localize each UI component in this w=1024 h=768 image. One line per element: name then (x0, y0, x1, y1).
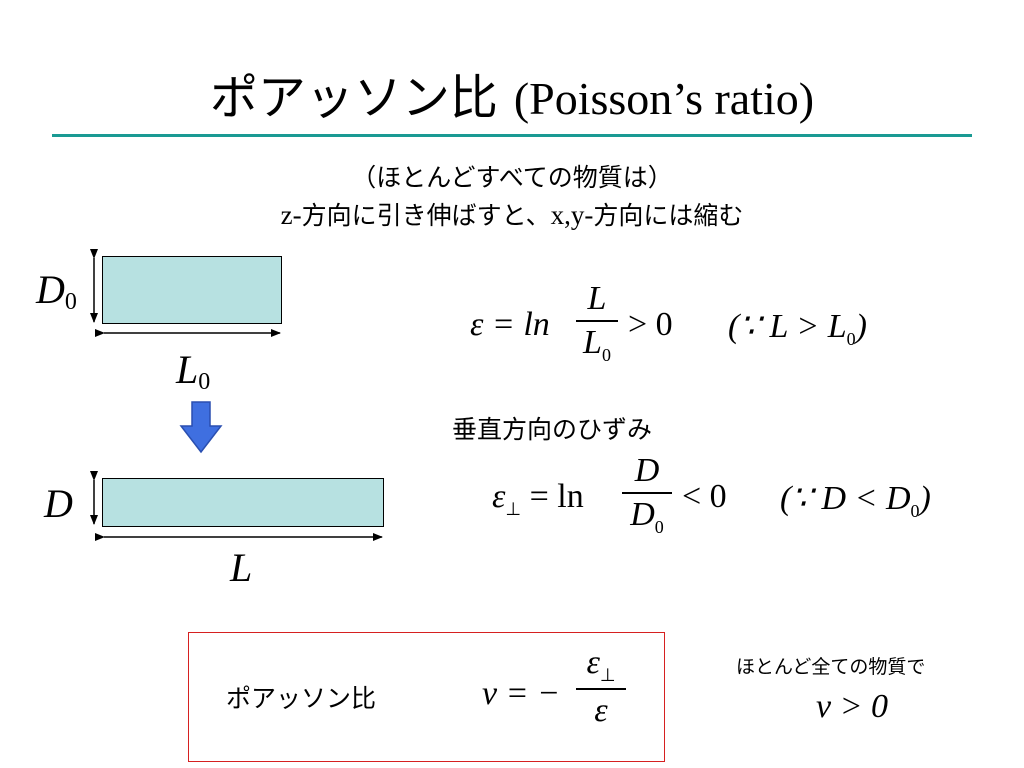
strain-eq-because-subscript: 0 (846, 329, 856, 349)
perp-strain-eq-den-symbol: D (630, 496, 655, 533)
bottom-length-label: L (230, 545, 253, 590)
subtitle-stretch-text: 方向に引き伸ばすと、 (301, 201, 551, 230)
subtitle-z-direction: z- (280, 200, 302, 230)
perp-strain-eq-fraction: D D0 (622, 452, 672, 538)
subtitle-shrink-text: 方向には縮む (593, 201, 744, 230)
strain-eq-denominator: L0 (576, 324, 618, 366)
strain-eq-because-close: ) (855, 308, 867, 345)
strain-eq-lhs-text: ε = ln (470, 306, 550, 343)
note-line-2: ν > 0 (816, 688, 889, 725)
top-height-subscript: 0 (64, 289, 77, 315)
subtitle-xy-direction: x,y- (550, 200, 594, 230)
poisson-ratio-label: ポアッソン比 (226, 684, 377, 713)
title-divider (52, 134, 972, 137)
strain-eq-den-symbol: L (583, 324, 602, 361)
strain-eq-lhs: ε = ln (470, 306, 550, 344)
bottom-height-label: D (44, 481, 73, 526)
strain-eq-fraction: L L0 (576, 280, 618, 366)
perp-strain-eq-because-text: (∵ D < D (780, 480, 911, 517)
poisson-ratio-lhs: ν = − (482, 675, 560, 712)
perp-strain-eq-den-subscript: 0 (654, 517, 664, 537)
perp-strain-subscript: ⊥ (505, 499, 522, 519)
poisson-ratio-fraction: ε⊥ ε (576, 644, 626, 730)
title-japanese: ポアッソン比 (209, 70, 498, 126)
perp-strain-eq-because-subscript: 0 (910, 501, 920, 521)
fraction-bar (576, 320, 618, 322)
original-bar (102, 256, 282, 324)
perp-strain-eq-lhs: ε⊥ = ln (492, 478, 584, 520)
perp-strain-eq-ln: = ln (529, 478, 584, 515)
poisson-ratio-numerator: ε⊥ (576, 644, 626, 686)
title-english: (Poisson’s ratio) (513, 73, 815, 124)
perpendicular-strain-caption: 垂直方向のひずみ (452, 415, 653, 444)
stretched-bar (102, 478, 384, 527)
top-length-subscript: 0 (198, 369, 211, 395)
top-length-label: L0 (176, 347, 211, 395)
perp-strain-eq-rhs: < 0 (682, 478, 727, 515)
strain-eq-because-text: (∵ L > L (728, 308, 847, 345)
poisson-ratio-denominator: ε (594, 692, 608, 729)
fraction-bar (622, 492, 672, 494)
strain-eq-rhs: > 0 (628, 306, 673, 343)
down-arrow-icon (179, 401, 223, 454)
strain-eq-den-subscript: 0 (601, 345, 611, 365)
fraction-bar (576, 688, 626, 690)
perp-strain-eq-denominator: D0 (622, 496, 672, 538)
poisson-ratio-num-symbol: ε (586, 644, 600, 681)
subtitle-line-2: z-方向に引き伸ばすと、x,y-方向には縮む (0, 196, 1024, 232)
perp-strain-eq-numerator: D (634, 452, 660, 489)
top-length-symbol: L (176, 347, 199, 392)
top-height-symbol: D (36, 267, 65, 312)
perp-strain-eq-because: (∵ D < D0) (780, 478, 931, 522)
strain-eq-numerator: L (587, 280, 607, 317)
perp-strain-symbol: ε (492, 478, 506, 515)
subtitle-line-1: （ほとんどすべての物質は） (351, 163, 673, 192)
poisson-ratio-definition-box (188, 632, 665, 762)
note-line-1: ほとんど全ての物質で (736, 656, 926, 678)
strain-eq-because: (∵ L > L0) (728, 306, 867, 350)
poisson-ratio-num-subscript: ⊥ (599, 665, 616, 685)
top-height-label: D0 (36, 267, 77, 315)
slide-title: ポアッソン比 (Poisson’s ratio) (0, 62, 1024, 132)
perp-strain-eq-because-close: ) (919, 480, 931, 517)
